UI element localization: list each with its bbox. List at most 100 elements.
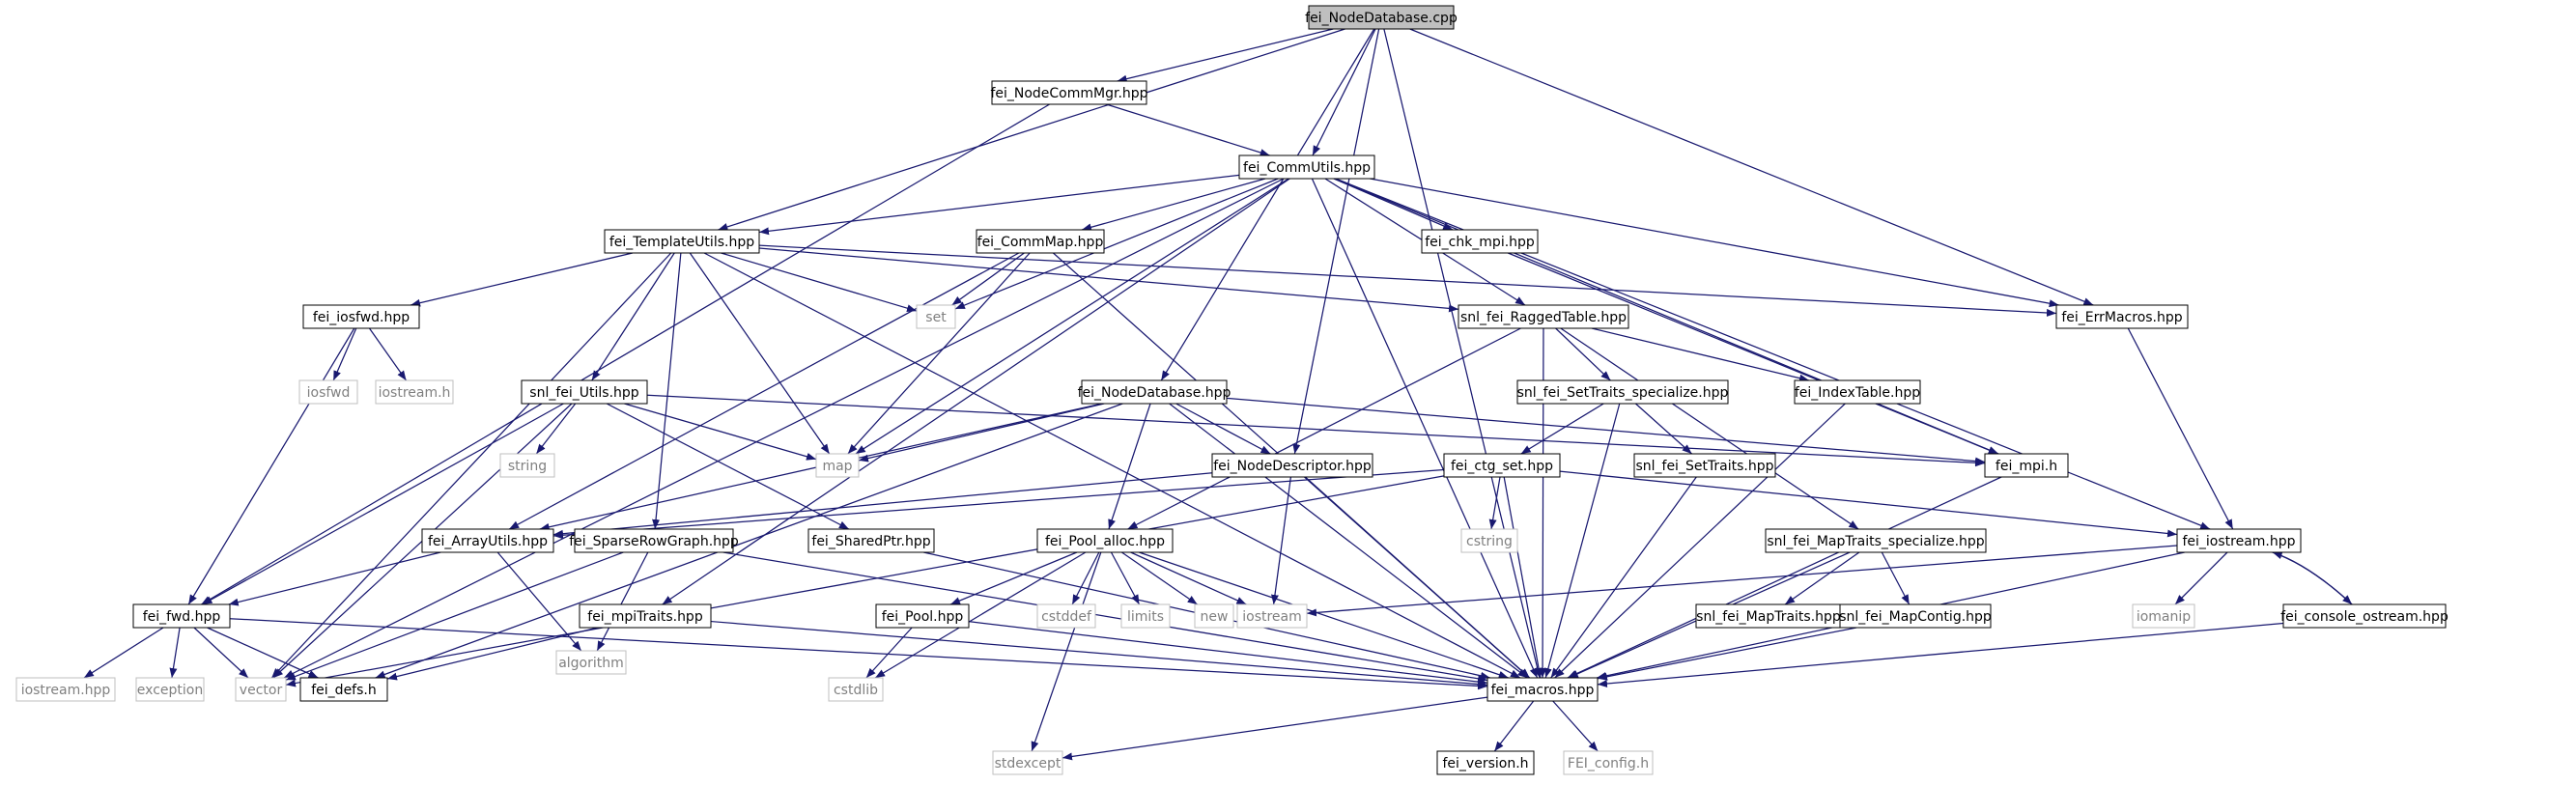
edge-fei-nodedescriptor-hpp-to-iostream — [1270, 476, 1291, 605]
node-snl-fei-maptraits-specialize-hpp[interactable]: snl_fei_MapTraits_specialize.hpp — [1765, 528, 1987, 553]
node-box-iostream-hpp — [15, 677, 116, 702]
node-box-fei-templateutils-hpp — [604, 229, 760, 254]
node-fei-iostream-hpp[interactable]: fei_iostream.hpp — [2176, 528, 2302, 553]
node-fei-nodedatabase-hpp[interactable]: fei_NodeDatabase.hpp — [1078, 379, 1231, 405]
node-box-cstring — [1460, 528, 1518, 553]
node-fei-defs-h[interactable]: fei_defs.h — [299, 677, 388, 702]
edge-snl-fei-raggedtable-hpp-to-fei-indextable-hpp — [1591, 327, 1810, 382]
edge-fei-commmap-hpp-to-map — [847, 252, 1031, 455]
edge-layer — [83, 28, 2353, 761]
edge-snl-fei-utils-hpp-to-fei-fwd-hpp — [202, 403, 564, 605]
edge-fei-sparserowgraph-hpp-to-algorithm — [596, 551, 649, 652]
edge-fei-sparserowgraph-hpp-to-vector — [285, 551, 624, 681]
edge-fei-pool-alloc-hpp-to-new — [1121, 551, 1198, 605]
node-label-fei-errmacros-hpp: fei_ErrMacros.hpp — [2061, 310, 2182, 325]
node-fei-fwd-hpp[interactable]: fei_fwd.hpp — [132, 603, 231, 629]
node-fei-version-h[interactable]: fei_version.h — [1436, 750, 1535, 775]
node-label-fei-nodedatabase-cpp: fei_NodeDatabase.cpp — [1305, 11, 1458, 26]
edge-fei-commutils-hpp-to-fei-macros-hpp — [1311, 178, 1539, 679]
node-fei-mpi-h[interactable]: fei_mpi.h — [1984, 453, 2069, 478]
node-snl-fei-settraits-specialize-hpp[interactable]: snl_fei_SetTraits_specialize.hpp — [1516, 379, 1729, 405]
edge-snl-fei-utils-hpp-to-map — [624, 403, 817, 461]
node-fei-chk-mpi-hpp[interactable]: fei_chk_mpi.hpp — [1421, 229, 1539, 254]
node-fei-pool-alloc-hpp[interactable]: fei_Pool_alloc.hpp — [1036, 528, 1174, 553]
node-fei-ctg-set-hpp[interactable]: fei_ctg_set.hpp — [1443, 453, 1561, 478]
node-box-fei-sparserowgraph-hpp — [574, 528, 734, 553]
node-label-fei-templateutils-hpp: fei_TemplateUtils.hpp — [609, 235, 754, 250]
node-box-fei-sharedptr-hpp — [807, 528, 935, 553]
node-label-fei-ctg-set-hpp: fei_ctg_set.hpp — [1451, 459, 1553, 474]
edge-fei-commutils-hpp-to-fei-commmap-hpp — [1081, 178, 1266, 232]
node-label-fei-iostream-hpp: fei_iostream.hpp — [2182, 534, 2295, 549]
node-fei-nodedatabase-cpp[interactable]: fei_NodeDatabase.cpp — [1305, 5, 1458, 30]
node-fei-nodecommmgr-hpp[interactable]: fei_NodeCommMgr.hpp — [990, 80, 1148, 105]
node-label-cstddef: cstddef — [1041, 609, 1092, 625]
edge-fei-ctg-set-hpp-to-vector — [285, 475, 1445, 687]
edge-fei-templateutils-hpp-to-fei-sparserowgraph-hpp — [652, 252, 682, 530]
node-label-iosfwd: iosfwd — [307, 385, 351, 401]
edge-fei-templateutils-hpp-to-vector — [270, 252, 672, 679]
node-label-fei-sparserowgraph-hpp: fei_SparseRowGraph.hpp — [569, 534, 739, 549]
edge-fei-arrayutils-hpp-to-algorithm — [496, 551, 582, 652]
node-snl-fei-raggedtable-hpp[interactable]: snl_fei_RaggedTable.hpp — [1458, 304, 1629, 329]
node-label-snl-fei-maptraits-hpp: snl_fei_MapTraits.hpp — [1696, 609, 1841, 625]
edge-fei-commutils-hpp-to-fei-mpi-h — [1334, 178, 1999, 455]
node-fei-macros-hpp[interactable]: fei_macros.hpp — [1486, 677, 1599, 702]
node-label-iostream-h: iostream.h — [379, 385, 451, 401]
edge-fei-nodedatabase-cpp-to-fei-nodedescriptor-hpp — [1292, 28, 1380, 455]
edge-fei-fwd-hpp-to-iostream-hpp — [83, 627, 164, 679]
node-snl-fei-mapcontig-hpp[interactable]: snl_fei_MapContig.hpp — [1839, 603, 1992, 629]
node-fei-mpitraits-hpp[interactable]: fei_mpiTraits.hpp — [579, 603, 712, 629]
edge-fei-fwd-hpp-to-exception — [169, 627, 181, 679]
edge-fei-ctg-set-hpp-to-fei-macros-hpp — [1503, 476, 1543, 679]
edge-fei-indextable-hpp-to-fei-macros-hpp — [1554, 403, 1846, 679]
node-fei-arrayutils-hpp[interactable]: fei_ArrayUtils.hpp — [421, 528, 554, 553]
edge-snl-fei-raggedtable-hpp-to-fei-pool-alloc-hpp — [1127, 327, 1521, 530]
node-label-fei-version-h: fei_version.h — [1442, 756, 1528, 771]
node-fei-errmacros-hpp[interactable]: fei_ErrMacros.hpp — [2055, 304, 2189, 329]
node-snl-fei-settraits-hpp[interactable]: snl_fei_SetTraits.hpp — [1633, 453, 1776, 478]
edge-fei-commutils-hpp-to-fei-templateutils-hpp — [758, 174, 1240, 236]
edge-fei-pool-alloc-hpp-to-stdexcept — [1031, 551, 1102, 752]
node-snl-fei-utils-hpp[interactable]: snl_fei_Utils.hpp — [521, 379, 648, 405]
node-fei-iosfwd-hpp[interactable]: fei_iosfwd.hpp — [302, 304, 420, 329]
node-fei-commmap-hpp[interactable]: fei_CommMap.hpp — [976, 229, 1105, 254]
node-box-cstddef — [1036, 603, 1096, 629]
node-box-snl-fei-maptraits-hpp — [1695, 603, 1842, 629]
node-box-fei-ctg-set-hpp — [1443, 453, 1561, 478]
node-box-snl-fei-utils-hpp — [521, 379, 648, 405]
edge-fei-iostream-hpp-to-iomanip — [2174, 551, 2228, 605]
node-iosfwd: iosfwd — [298, 379, 358, 405]
node-fei-pool-hpp[interactable]: fei_Pool.hpp — [875, 603, 970, 629]
edge-fei-fwd-hpp-to-fei-defs-h — [207, 627, 319, 679]
edge-fei-pool-hpp-to-fei-macros-hpp — [968, 621, 1488, 687]
node-label-map: map — [822, 459, 852, 474]
node-label-fei-mpitraits-hpp: fei_mpiTraits.hpp — [587, 609, 703, 625]
edge-fei-commutils-hpp-to-vector — [283, 178, 1285, 679]
node-label-snl-fei-utils-hpp: snl_fei_Utils.hpp — [529, 385, 639, 401]
node-label-fei-pool-alloc-hpp: fei_Pool_alloc.hpp — [1045, 534, 1165, 549]
node-fei-sharedptr-hpp[interactable]: fei_SharedPtr.hpp — [807, 528, 935, 553]
node-label-fei-pool-hpp: fei_Pool.hpp — [882, 609, 964, 625]
edge-fei-iostream-hpp-to-iostream — [1306, 545, 2178, 617]
node-box-snl-fei-settraits-specialize-hpp — [1516, 379, 1729, 405]
node-box-fei-pool-hpp — [875, 603, 970, 629]
node-label-snl-fei-mapcontig-hpp: snl_fei_MapContig.hpp — [1839, 609, 1992, 625]
edge-fei-ctg-set-hpp-to-cstring — [1488, 476, 1501, 530]
node-fei-sparserowgraph-hpp[interactable]: fei_SparseRowGraph.hpp — [569, 528, 739, 553]
node-fei-commutils-hpp[interactable]: fei_CommUtils.hpp — [1238, 154, 1375, 180]
node-label-cstring: cstring — [1466, 534, 1513, 549]
node-set: set — [916, 304, 956, 329]
node-box-fei-console-ostream-hpp — [2282, 603, 2447, 629]
edge-fei-nodecommmgr-hpp-to-fei-commutils-hpp — [1106, 103, 1270, 156]
node-fei-templateutils-hpp[interactable]: fei_TemplateUtils.hpp — [604, 229, 760, 254]
node-box-set — [916, 304, 956, 329]
node-fei-console-ostream-hpp[interactable]: fei_console_ostream.hpp — [2280, 603, 2449, 629]
edge-snl-fei-settraits-specialize-hpp-to-fei-macros-hpp — [1543, 403, 1621, 679]
edge-snl-fei-utils-hpp-to-fei-mpi-h — [646, 394, 1986, 467]
edge-fei-nodedatabase-cpp-to-fei-errmacros-hpp — [1409, 28, 2094, 306]
node-snl-fei-maptraits-hpp[interactable]: snl_fei_MapTraits.hpp — [1695, 603, 1842, 629]
node-fei-nodedescriptor-hpp[interactable]: fei_NodeDescriptor.hpp — [1211, 453, 1373, 478]
node-fei-indextable-hpp[interactable]: fei_IndexTable.hpp — [1794, 379, 1921, 405]
edge-fei-nodedatabase-cpp-to-fei-macros-hpp — [1383, 28, 1542, 679]
